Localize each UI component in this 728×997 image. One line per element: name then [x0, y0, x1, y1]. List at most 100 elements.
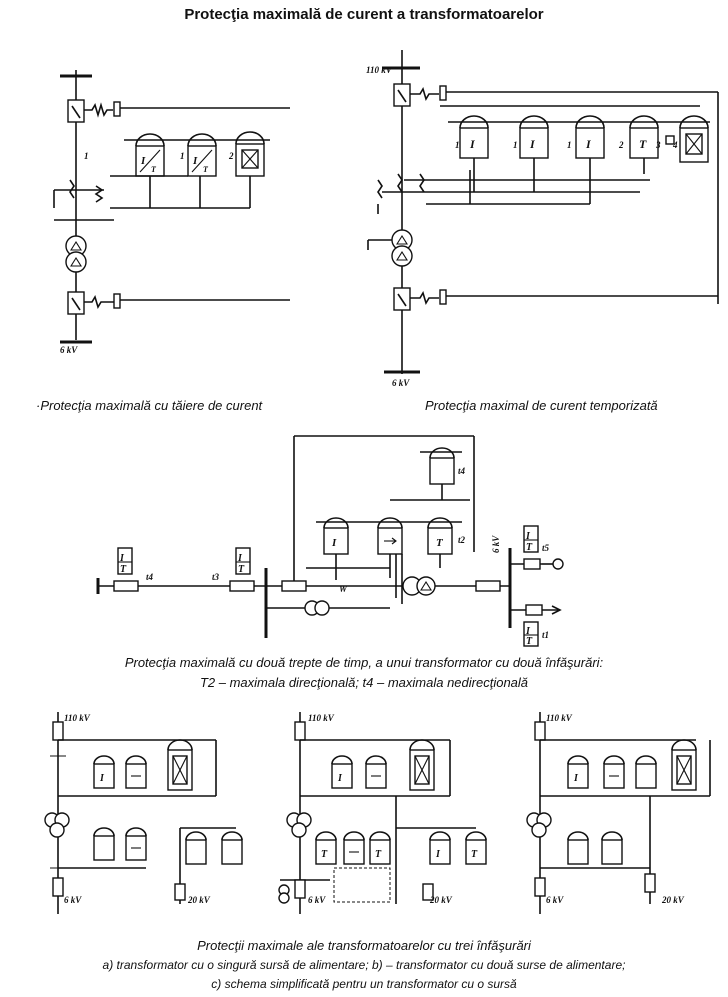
- relay-2-label: 2: [229, 151, 234, 161]
- relay-T: T: [629, 115, 659, 159]
- diagram-three-winding-c: I: [526, 712, 711, 914]
- relay-a-7: [221, 831, 243, 865]
- svg-text:I: I: [140, 155, 146, 167]
- label-b-20kv: 20 kV: [430, 895, 452, 905]
- svg-text:I: I: [337, 773, 343, 784]
- relay-b-6: T: [369, 831, 391, 865]
- relay-b-2: [365, 755, 387, 789]
- time-label-t4-left: t4: [146, 572, 154, 582]
- diagram-time-delayed-protection: I I I T: [367, 50, 719, 374]
- svg-text:I: I: [585, 137, 592, 151]
- relay-time-t2: T: [427, 517, 453, 555]
- relay-I-3: I: [575, 115, 605, 159]
- relay-b-3: [409, 739, 435, 791]
- relay-c-3: [635, 755, 657, 789]
- signal-relay-3: [665, 135, 675, 145]
- svg-text:T: T: [321, 849, 328, 860]
- diagram1-caption: ·Protecţia maximală cu tăiere de curent: [36, 398, 263, 413]
- svg-text:I: I: [331, 537, 337, 549]
- diagram3-caption-line2: T2 – maximala direcţională; t4 – maximal…: [199, 675, 529, 690]
- relay-I-2-label: 1: [513, 140, 518, 150]
- svg-text:T: T: [526, 636, 533, 647]
- relay-b-4: T: [315, 831, 337, 865]
- relay-I-1: I: [459, 115, 489, 159]
- label-c-20kv: 20 kV: [662, 895, 684, 905]
- svg-text:I: I: [529, 137, 536, 151]
- relay-b-7: I: [429, 831, 451, 865]
- relay-1a: I T: [135, 133, 165, 177]
- relay-c-4: [671, 739, 697, 791]
- relay-a-4: [93, 827, 115, 861]
- relay-c-2: [603, 755, 625, 789]
- time-label-t3: t3: [212, 572, 220, 582]
- svg-text:I: I: [435, 849, 441, 860]
- svg-text:I: I: [573, 773, 579, 784]
- diagram-three-winding-b: I T T I T: [278, 712, 487, 914]
- time-label-t4-top: t4: [458, 466, 466, 476]
- diagram4-caption-line2: a) transformator cu o singură sursă de a…: [102, 958, 626, 972]
- diagram2-caption: Protecţia maximal de curent temporizată: [425, 398, 658, 413]
- relay-I-1-label: 1: [455, 140, 460, 150]
- svg-text:I: I: [192, 155, 198, 167]
- relay-b-1: I: [331, 755, 353, 789]
- bus-low-label-2: 6 kV: [392, 378, 410, 388]
- label-c-110kv: 110 kV: [546, 713, 572, 723]
- relay-2: [235, 131, 265, 177]
- svg-text:T: T: [120, 564, 127, 575]
- svg-text:I: I: [237, 553, 243, 564]
- w-label: W: [339, 584, 348, 594]
- diagram3-caption-line1: Protecţia maximală cu două trepte de tim…: [124, 655, 604, 670]
- svg-text:T: T: [238, 564, 245, 575]
- relay-c-1: I: [567, 755, 589, 789]
- relay-a-6: [185, 831, 207, 865]
- relay-c-6: [601, 831, 623, 865]
- relay-T-label: 2: [619, 140, 624, 150]
- relay-b-5: [343, 831, 365, 865]
- relay-a-5: [125, 827, 147, 861]
- relay-box-t1: I T: [523, 621, 539, 647]
- label-a-110kv: 110 kV: [64, 713, 90, 723]
- relay-1b: I T: [187, 133, 217, 177]
- page-title: Protecţia maximală de curent a transform…: [184, 6, 544, 23]
- svg-text:I: I: [99, 773, 105, 784]
- label-a-20kv: 20 kV: [188, 895, 210, 905]
- svg-text:I: I: [119, 553, 125, 564]
- bus-6kv-label: 6 kV: [491, 535, 501, 553]
- relay-I: I: [323, 517, 349, 555]
- relay-1a-label: 1: [84, 151, 89, 161]
- diagram-instantaneous-protection: I T I T: [53, 70, 290, 344]
- time-label-t5: t5: [542, 543, 550, 553]
- relay-directional: [377, 517, 403, 555]
- diagram-three-winding-a: I: [44, 712, 243, 914]
- relay-a-3: [167, 739, 193, 791]
- svg-text:T: T: [436, 537, 444, 549]
- bus-low-label: 6 kV: [60, 345, 78, 355]
- relay-4-label: 4: [673, 140, 678, 150]
- relay-I-2: I: [519, 115, 549, 159]
- svg-text:T: T: [639, 137, 647, 151]
- relay-b-8: T: [465, 831, 487, 865]
- svg-text:T: T: [471, 849, 478, 860]
- diagram-two-stage-protection: I T I T: [96, 435, 564, 647]
- svg-text:I: I: [525, 626, 531, 637]
- relay-4: [679, 115, 709, 163]
- relay-I-3-label: 1: [567, 140, 572, 150]
- label-b-6kv: 6 kV: [308, 895, 326, 905]
- svg-text:I: I: [525, 531, 531, 542]
- bus-high-label: 110 kV: [366, 65, 392, 75]
- label-c-6kv: 6 kV: [546, 895, 564, 905]
- relay-1b-label: 1: [180, 151, 185, 161]
- label-b-110kv: 110 kV: [308, 713, 334, 723]
- relay-a-1: I: [93, 755, 115, 789]
- label-a-6kv: 6 kV: [64, 895, 82, 905]
- diagram4-caption-line3: c) schema simplificată pentru un transfo…: [211, 977, 517, 991]
- relay-box-t4-left: I T: [117, 547, 133, 575]
- svg-text:I: I: [469, 137, 476, 151]
- svg-text:T: T: [203, 165, 209, 174]
- time-label-t2: t2: [458, 535, 466, 545]
- relay-3-label: 3: [656, 140, 661, 150]
- relay-box-t3: I T: [235, 547, 251, 575]
- relay-time-t4: [429, 447, 455, 485]
- time-label-t1: t1: [542, 630, 550, 640]
